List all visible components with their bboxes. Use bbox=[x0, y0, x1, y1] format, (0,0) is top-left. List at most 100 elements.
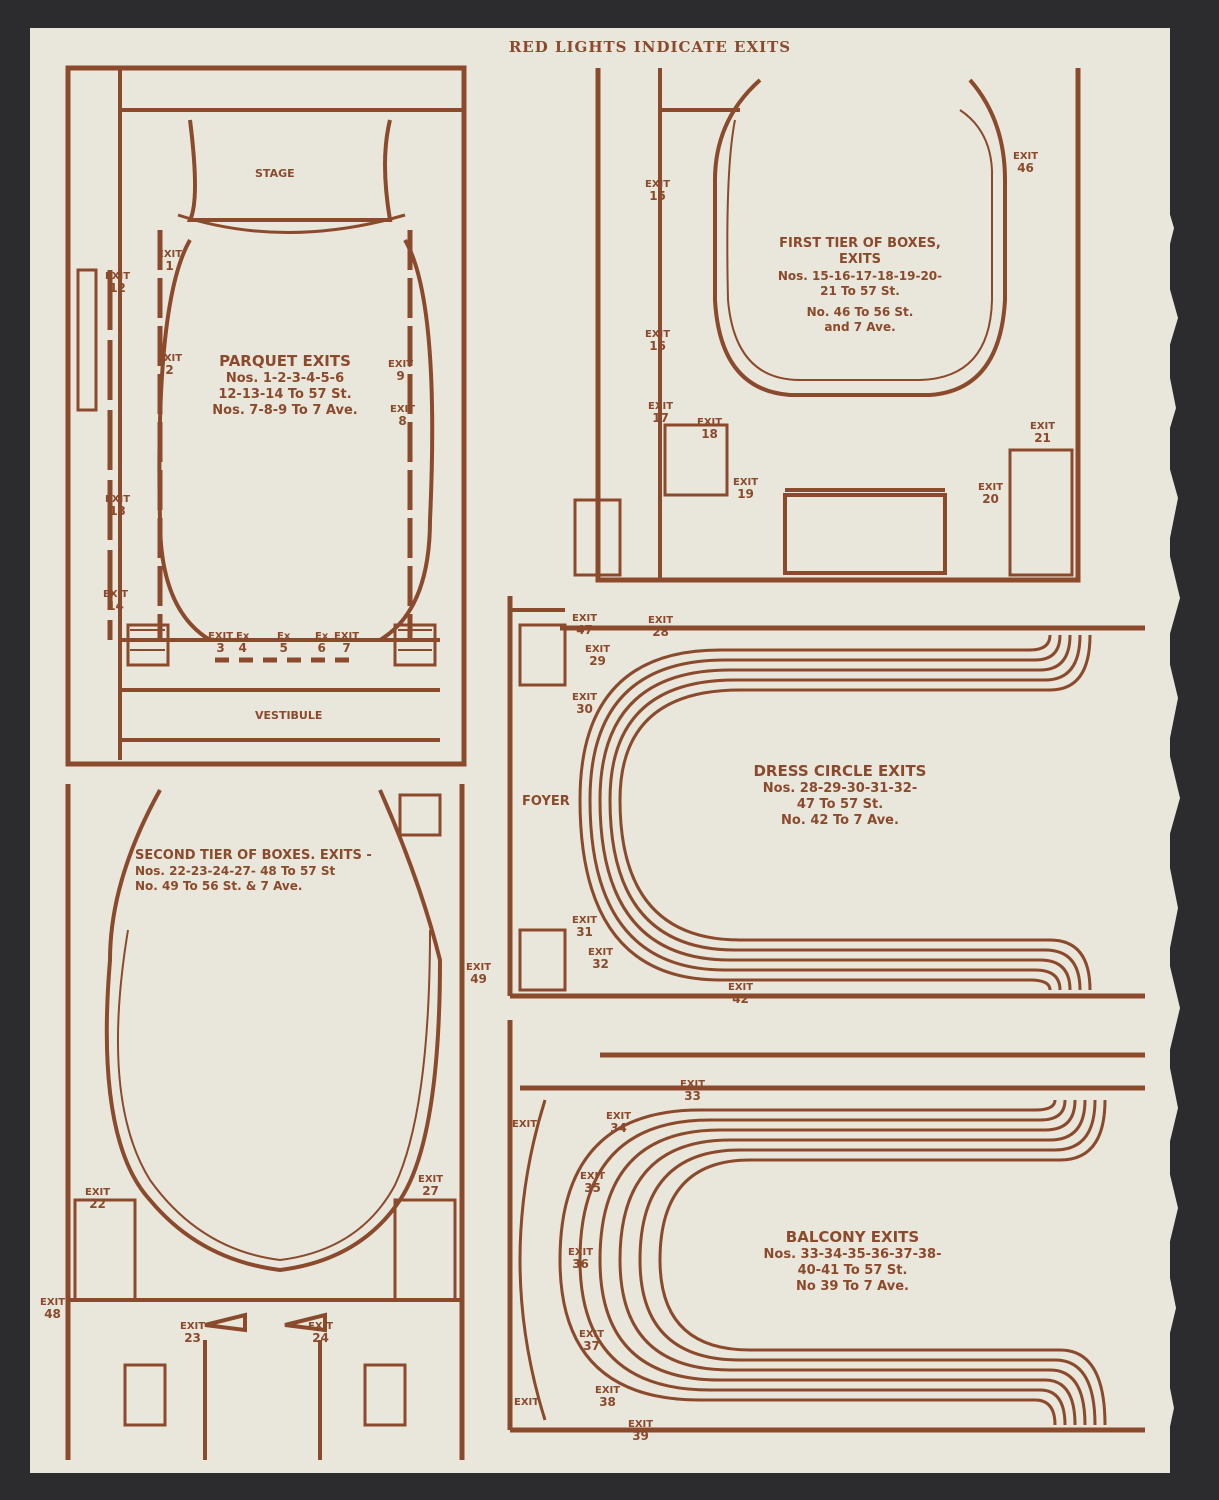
exit-label: EXIT bbox=[628, 1419, 654, 1430]
exit-label: EXIT bbox=[157, 249, 183, 260]
exit-label: EXIT bbox=[568, 1247, 594, 1258]
dress-circle-plan bbox=[507, 596, 1145, 999]
exit-number: 13 bbox=[109, 504, 126, 518]
exit-label: EXIT bbox=[572, 692, 598, 703]
first-tier-caption-title: FIRST TIER OF BOXES, EXITS bbox=[779, 236, 941, 268]
dress-circle-caption-line: No. 42 To 7 Ave. bbox=[781, 813, 899, 829]
exit-label: EXIT bbox=[648, 401, 674, 412]
exit-number: 17 bbox=[652, 411, 669, 425]
second-tier-caption-line: No. 49 To 56 St. & 7 Ave. bbox=[135, 879, 303, 894]
first-tier-plan bbox=[573, 68, 1081, 583]
exit-label: EXIT bbox=[308, 1321, 334, 1332]
exit-number: 14 bbox=[107, 599, 124, 613]
exit-label: EXIT bbox=[105, 271, 131, 282]
exit-label: EXIT bbox=[728, 982, 754, 993]
parquet-caption-line: 12-13-14 To 57 St. bbox=[218, 387, 352, 402]
exit-label: EXIT bbox=[40, 1297, 66, 1308]
exit-number: 12 bbox=[109, 281, 126, 295]
exit-label: EXIT bbox=[978, 482, 1004, 493]
exit-label: EXIT bbox=[466, 962, 492, 973]
exit-number: 38 bbox=[599, 1395, 616, 1409]
exit-number: 8 bbox=[398, 414, 407, 428]
parquet-plan bbox=[65, 65, 467, 767]
exit-number: 19 bbox=[737, 487, 754, 501]
first-tier-caption-line: No. 46 To 56 St. bbox=[806, 304, 914, 319]
dress-circle-caption-title: DRESS CIRCLE EXITS bbox=[753, 762, 927, 780]
exit-number: 16 bbox=[649, 339, 666, 353]
parquet-caption-line: Nos. 7-8-9 To 7 Ave. bbox=[212, 403, 358, 419]
exit-marker: EXIT bbox=[514, 1398, 539, 1408]
exit-number: 46 bbox=[1017, 161, 1034, 175]
exit-number: 35 bbox=[584, 1181, 601, 1195]
exit-label: EXIT bbox=[180, 1321, 206, 1332]
exit-label: EXIT bbox=[595, 1385, 621, 1396]
exit-label: EXIT bbox=[514, 1397, 540, 1408]
exit-number: 33 bbox=[684, 1089, 701, 1103]
exit-label: EXIT bbox=[697, 417, 723, 428]
exit-label: EXIT bbox=[334, 631, 360, 642]
exit-number: 1 bbox=[165, 259, 174, 273]
second-tier-caption-title: SECOND TIER OF BOXES. EXITS - bbox=[135, 848, 372, 863]
exit-number: 31 bbox=[576, 925, 593, 939]
exit-label: EXIT bbox=[680, 1079, 706, 1090]
exit-number: 30 bbox=[576, 702, 593, 716]
exit-number: 3 bbox=[216, 641, 225, 655]
exit-number: 49 bbox=[470, 972, 487, 986]
foyer-label: FOYER bbox=[522, 794, 570, 809]
exit-number: 29 bbox=[589, 654, 606, 668]
stage-label: STAGE bbox=[255, 167, 295, 180]
first-tier-caption: FIRST TIER OF BOXES, EXITS Nos. 15-16-17… bbox=[760, 236, 960, 335]
exit-number: 24 bbox=[312, 1331, 329, 1345]
exit-label: EXIT bbox=[580, 1171, 606, 1182]
page-header: RED LIGHTS INDICATE EXITS bbox=[508, 38, 792, 56]
exit-number: 28 bbox=[652, 625, 669, 639]
dress-circle-caption-line: 47 To 57 St. bbox=[796, 797, 884, 812]
exit-number: 48 bbox=[44, 1307, 61, 1321]
second-tier-plan bbox=[65, 784, 465, 1460]
exit-number: 36 bbox=[572, 1257, 589, 1271]
exit-label: EXIT bbox=[645, 329, 671, 340]
exit-label: EXIT bbox=[1030, 421, 1056, 432]
exit-number: 6 bbox=[317, 641, 326, 655]
balcony-caption-line: Nos. 33-34-35-36-37-38- bbox=[763, 1246, 942, 1262]
second-tier-caption-line: Nos. 22-23-24-27- 48 To 57 St bbox=[135, 864, 336, 879]
exit-number: 2 bbox=[165, 363, 174, 377]
exit-label: Ex bbox=[236, 631, 250, 642]
exit-label: EXIT bbox=[418, 1174, 444, 1185]
exit-number: 23 bbox=[184, 1331, 201, 1345]
exit-number: 21 bbox=[1034, 431, 1051, 445]
balcony-caption: BALCONY EXITS Nos. 33-34-35-36-37-38- 40… bbox=[745, 1228, 960, 1296]
exit-label: EXIT bbox=[103, 589, 129, 600]
